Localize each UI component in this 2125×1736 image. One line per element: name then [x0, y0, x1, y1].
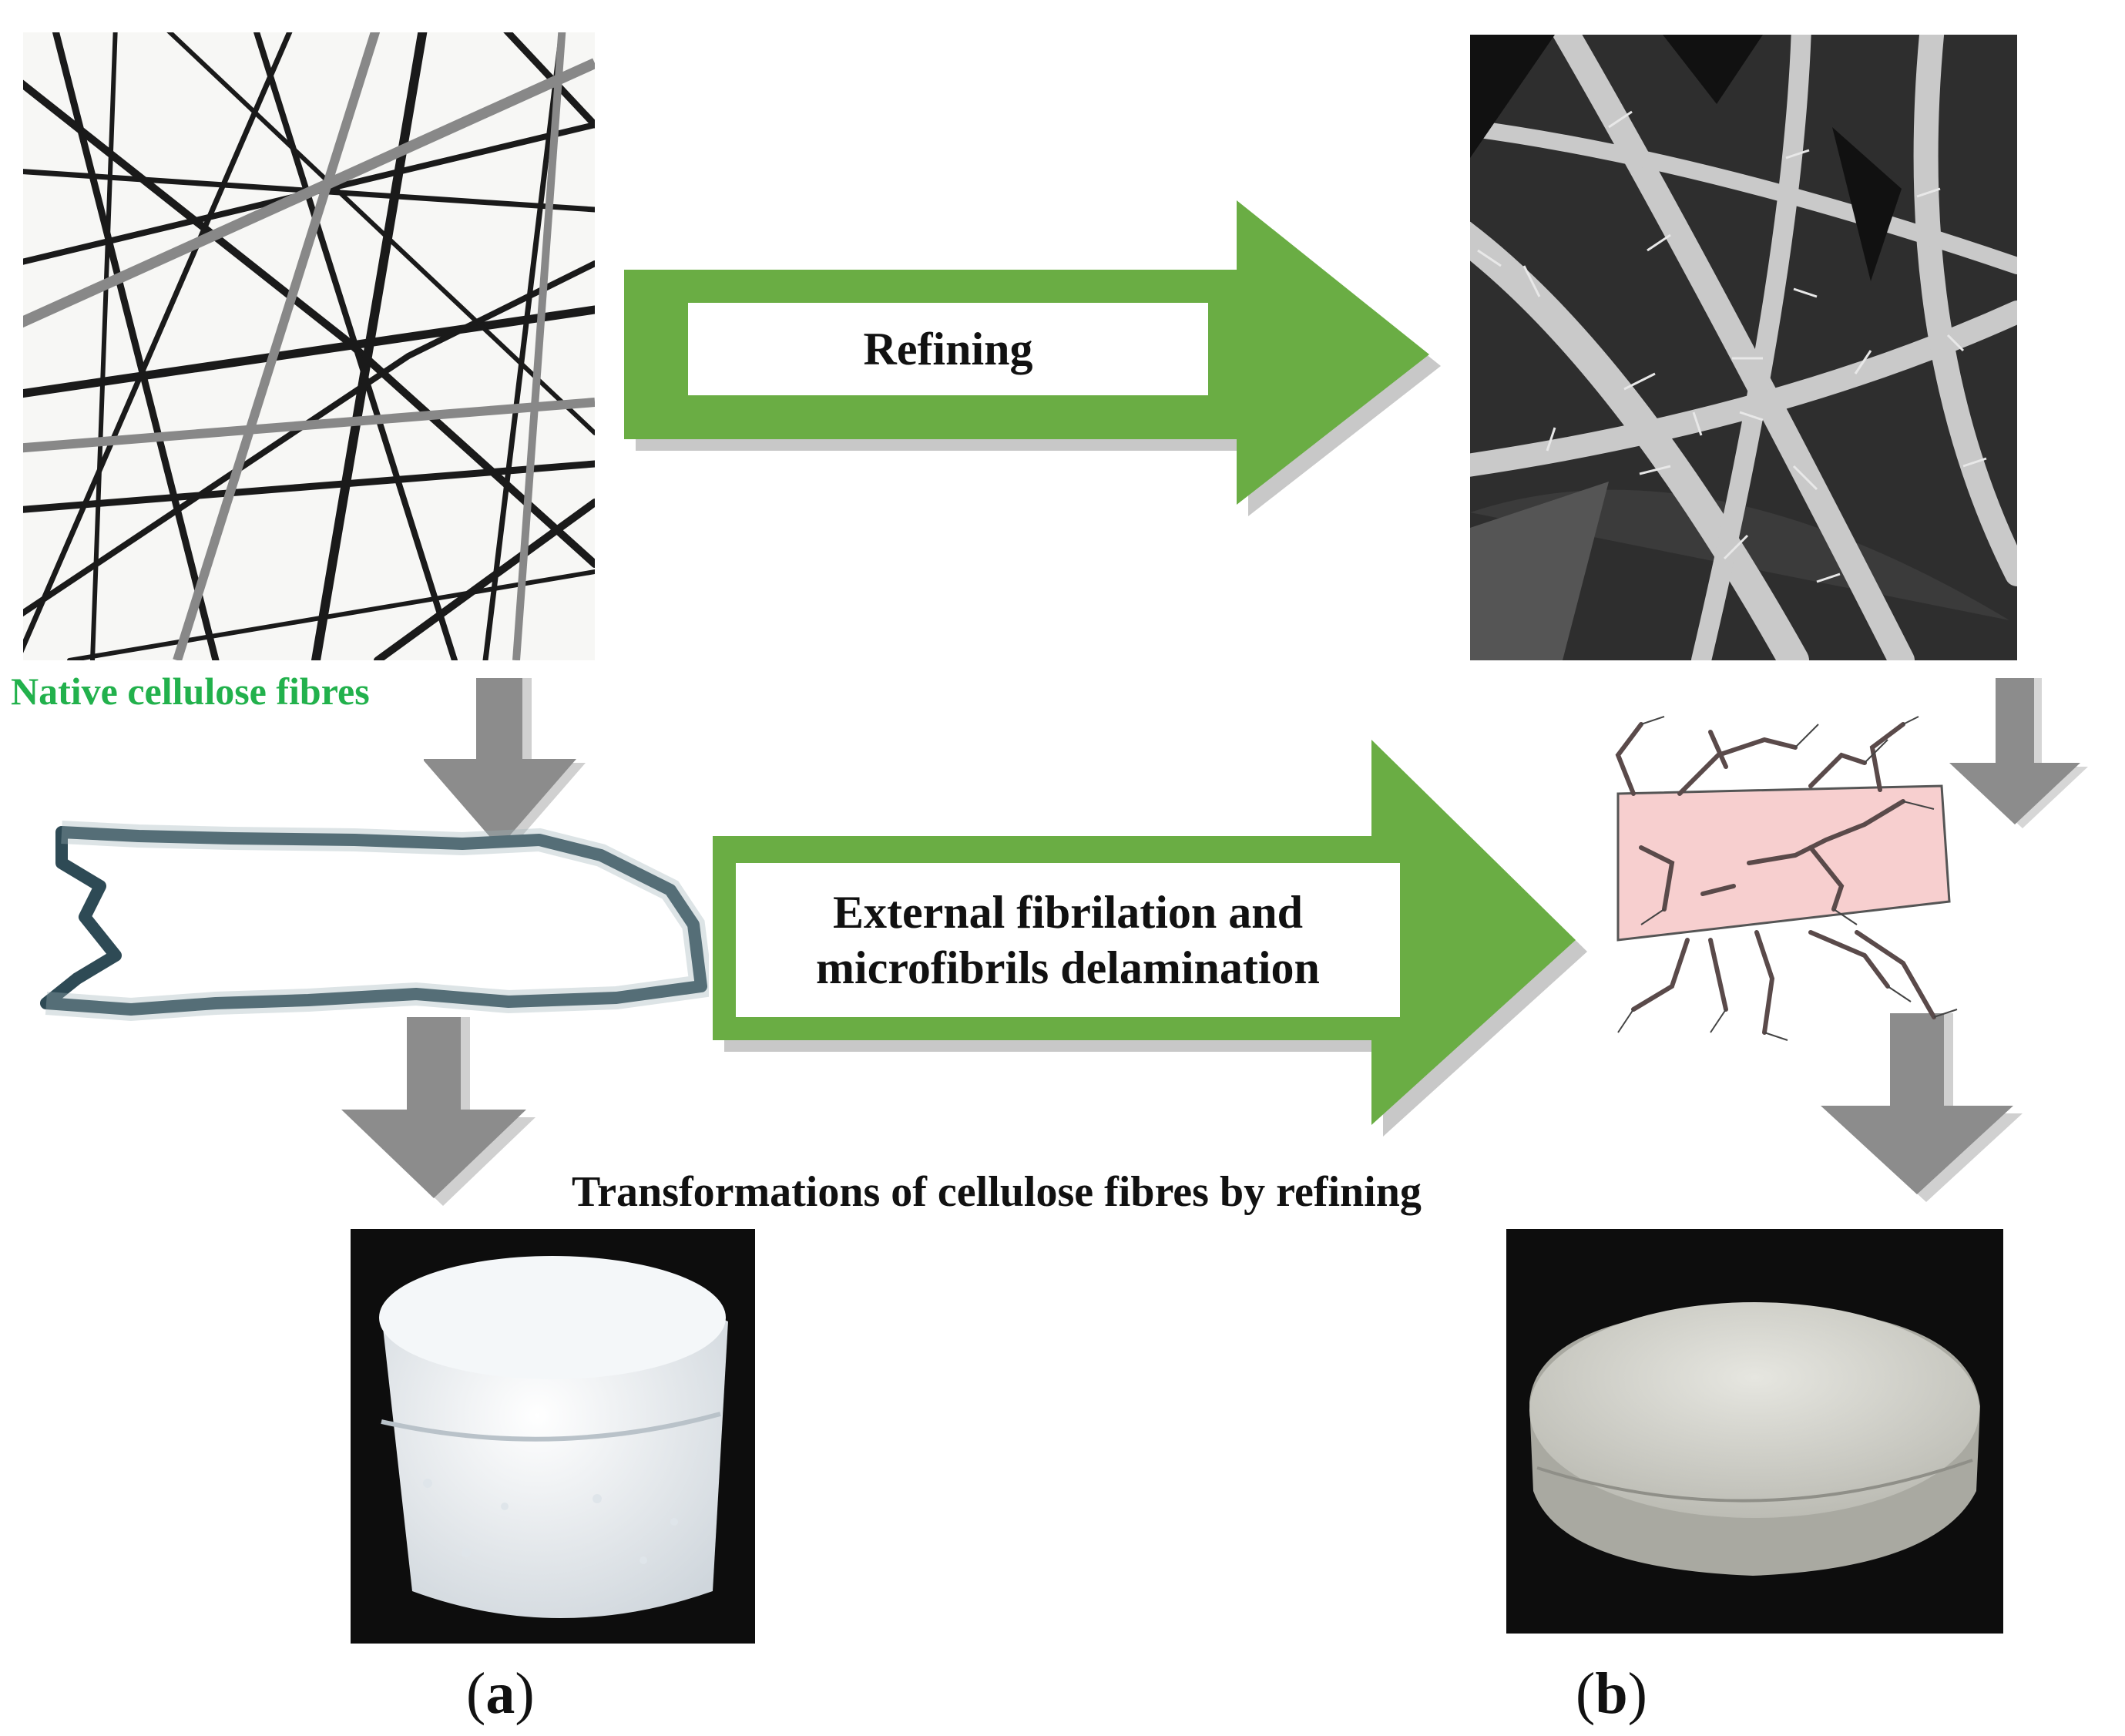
sample-a-photo: [351, 1229, 755, 1644]
native-fibres-label: Native cellulose fibres: [11, 670, 370, 713]
panel-b-open: (: [1576, 1661, 1596, 1726]
panel-b-letter: b: [1595, 1661, 1628, 1726]
transformations-title: Transformations of cellulose fibres by r…: [572, 1168, 1422, 1216]
panel-a-close: ): [515, 1661, 535, 1726]
down-arrow-icon: [341, 1017, 535, 1206]
panel-b-close: ): [1627, 1661, 1647, 1726]
native-fibres-micrograph: [23, 32, 595, 660]
sem-drawing: [1470, 35, 2017, 660]
fibrillated-fibre-sketch: [1615, 716, 1958, 1041]
sample-b-photo: [1506, 1229, 2003, 1634]
down-arrow-icon: [1949, 678, 2088, 828]
panel-a-label: (a): [466, 1660, 535, 1728]
down-arrow-icon: [1821, 1013, 2023, 1202]
sample-b-drawing: [1529, 1302, 1980, 1576]
refined-fibres-sem-image: [1470, 35, 2017, 660]
single-fibre-sketch: [40, 821, 709, 1022]
panel-a-open: (: [466, 1661, 486, 1726]
refining-label: Refining: [688, 303, 1208, 395]
down-arrow-icon: [424, 678, 586, 851]
fibrilation-label-line2: microfibrils delamination: [816, 942, 1320, 993]
fibrilation-label-line1: External fibrilation and: [832, 887, 1304, 938]
sample-a-drawing: [379, 1256, 728, 1618]
fibrilation-label: External fibrilation and microfibrils de…: [736, 863, 1400, 1017]
native-fibres-drawing: [23, 32, 595, 660]
panel-a-letter: a: [485, 1661, 515, 1726]
panel-b-label: (b): [1576, 1660, 1647, 1728]
